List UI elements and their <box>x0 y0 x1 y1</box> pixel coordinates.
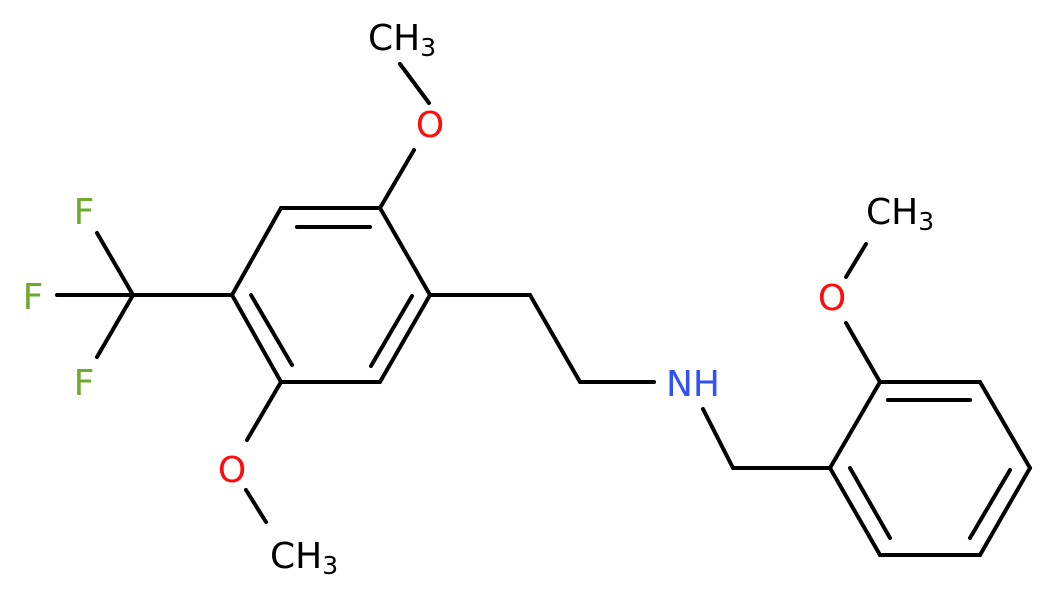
bond-c-f-bottom <box>95 293 135 359</box>
bond-o-ch3-bottom <box>244 488 268 524</box>
fluorine-atom-middle: F <box>23 277 44 318</box>
methyl-group-right: CH3 <box>866 192 934 236</box>
bond-ring-o-top <box>378 148 416 210</box>
bond <box>230 293 283 384</box>
double-bond-inner <box>249 293 294 367</box>
amine-nh: NH <box>666 364 720 405</box>
left-benzene-ring <box>230 206 432 384</box>
oxygen-atom-bottom: O <box>218 450 246 491</box>
double-bond-inner <box>369 294 414 368</box>
fluorine-atom-bottom: F <box>74 363 95 404</box>
double-bond-inner <box>968 468 1012 540</box>
oxygen-atom-top: O <box>416 105 444 146</box>
methyl-group-top: CH3 <box>368 18 436 62</box>
bond <box>230 206 283 297</box>
bond <box>978 466 1032 557</box>
methyl-group-bottom: CH3 <box>270 536 338 580</box>
bond <box>828 466 882 557</box>
bond-o-ch3-top <box>398 62 431 105</box>
fluorine-atom-top: F <box>74 192 95 233</box>
double-bond-inner <box>848 466 892 540</box>
bond <box>978 380 1032 470</box>
bond-o-ch3-right <box>844 242 868 279</box>
bond-ring-o-bottom <box>245 380 283 442</box>
right-benzene-ring <box>828 380 1032 557</box>
bond-n-ch2 <box>701 407 735 470</box>
oxygen-atom-right: O <box>818 278 846 319</box>
bond-ring-o-right <box>844 321 882 384</box>
bond-c-f-top <box>95 231 135 297</box>
bond <box>828 380 882 470</box>
bond-ch2-ch2 <box>528 293 582 384</box>
bond <box>378 293 432 384</box>
bond <box>378 206 432 297</box>
